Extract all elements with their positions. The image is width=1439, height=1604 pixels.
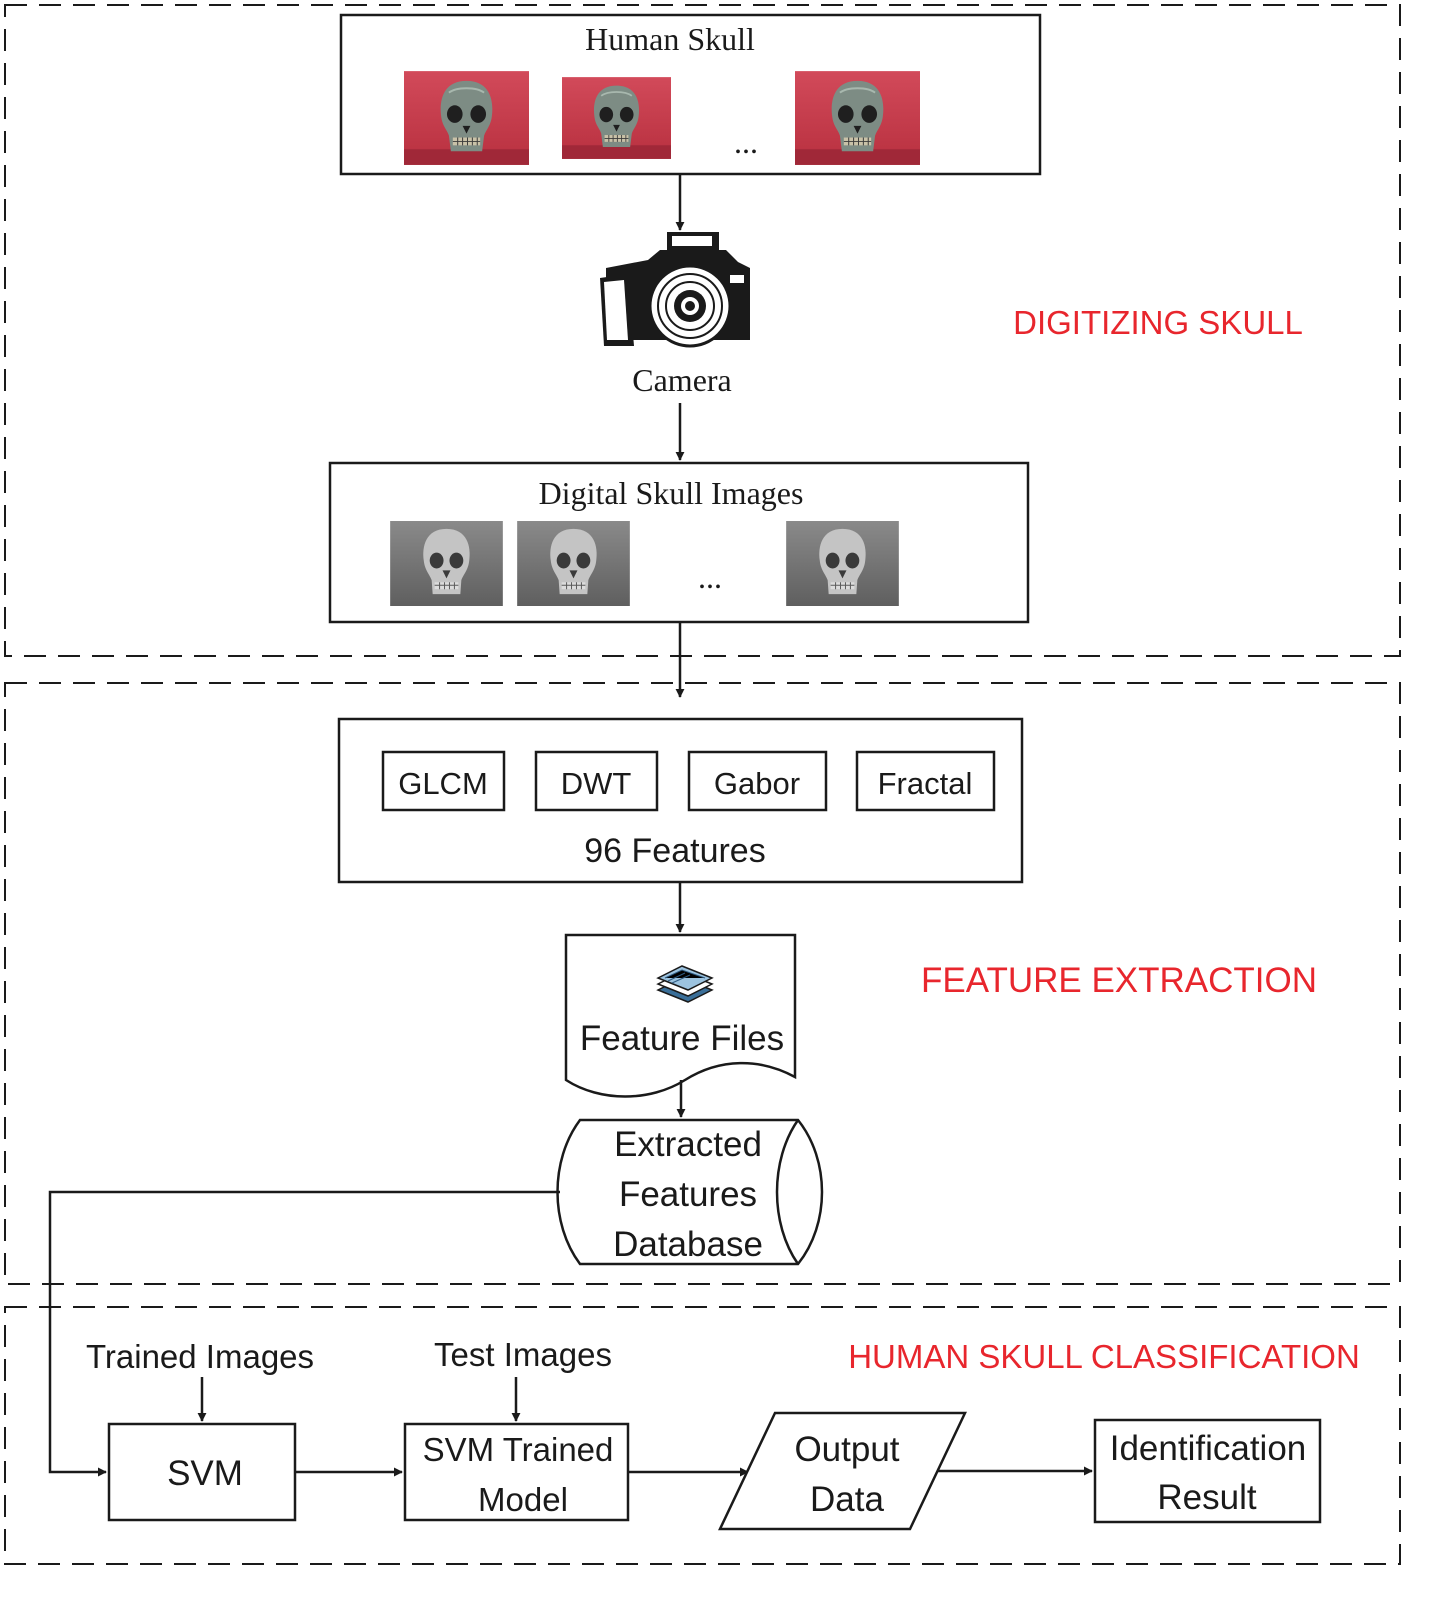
method-box-gabor (687, 750, 828, 812)
features-count-label: 96 Features (584, 832, 765, 870)
database-label-line3: Database (613, 1225, 763, 1264)
digital-skull-images-box: Digital Skull Images ... (328, 461, 1030, 624)
digital-skull-ellipsis: ... (698, 559, 722, 595)
section-label-classification: HUMAN SKULL CLASSIFICATION (848, 1338, 1360, 1375)
digital-skull-images-title: Digital Skull Images (539, 475, 804, 511)
camera-icon (600, 232, 750, 348)
test-images-label: Test Images (434, 1336, 612, 1373)
svm-trained-label-line1: SVM Trained (423, 1431, 614, 1468)
method-label-fractal: Fractal (878, 766, 973, 801)
human-skull-box: Human Skull ... (339, 13, 1042, 176)
feature-files-document: Feature Files (564, 933, 797, 1098)
human-skull-ellipsis: ... (734, 124, 758, 160)
method-label-gabor: Gabor (714, 766, 800, 801)
extracted-features-database: Extracted Features Database (556, 1118, 824, 1266)
method-label-glcm: GLCM (398, 766, 488, 801)
skull-photo-1 (404, 71, 529, 165)
skull-photo-2 (562, 76, 671, 160)
output-label-line1: Output (794, 1430, 899, 1469)
section-label-feature-extraction: FEATURE EXTRACTION (921, 961, 1317, 1000)
section-digitizing-border (4, 4, 1401, 657)
trained-images-label: Trained Images (86, 1338, 314, 1375)
method-box-glcm (381, 750, 506, 812)
identification-result-box: Identification Result (1093, 1418, 1322, 1524)
digital-skull-photo-1 (390, 521, 503, 606)
section-label-digitizing: DIGITIZING SKULL (1013, 304, 1303, 341)
svm-label: SVM (167, 1454, 243, 1493)
skull-photo-3 (795, 71, 920, 165)
feature-files-label: Feature Files (580, 1019, 784, 1058)
database-label-line2: Features (619, 1175, 757, 1214)
svm-trained-label-line2: Model (478, 1481, 568, 1518)
features-box: GLCM DWT Gabor Fractal 96 Features (337, 717, 1024, 884)
database-label-line1: Extracted (614, 1125, 762, 1164)
svm-trained-model-box: SVM Trained Model (403, 1422, 630, 1522)
output-data-box: Output Data (718, 1411, 967, 1531)
digital-skull-photo-3 (786, 521, 899, 606)
result-label-line2: Result (1157, 1478, 1256, 1517)
camera-label: Camera (632, 362, 732, 398)
human-skull-title: Human Skull (585, 21, 755, 57)
method-box-fractal (855, 750, 996, 812)
files-stack-icon (656, 965, 714, 1003)
method-label-dwt: DWT (561, 766, 632, 801)
method-box-dwt (534, 750, 659, 812)
digital-skull-photo-2 (517, 521, 630, 606)
arrow-database-to-svm (48, 1190, 560, 1477)
result-label-line1: Identification (1110, 1429, 1307, 1468)
svm-box: SVM (107, 1422, 297, 1522)
section-classification-border (4, 1306, 1401, 1565)
section-feature-extraction-border (4, 682, 1401, 1285)
output-label-line2: Data (810, 1480, 884, 1519)
